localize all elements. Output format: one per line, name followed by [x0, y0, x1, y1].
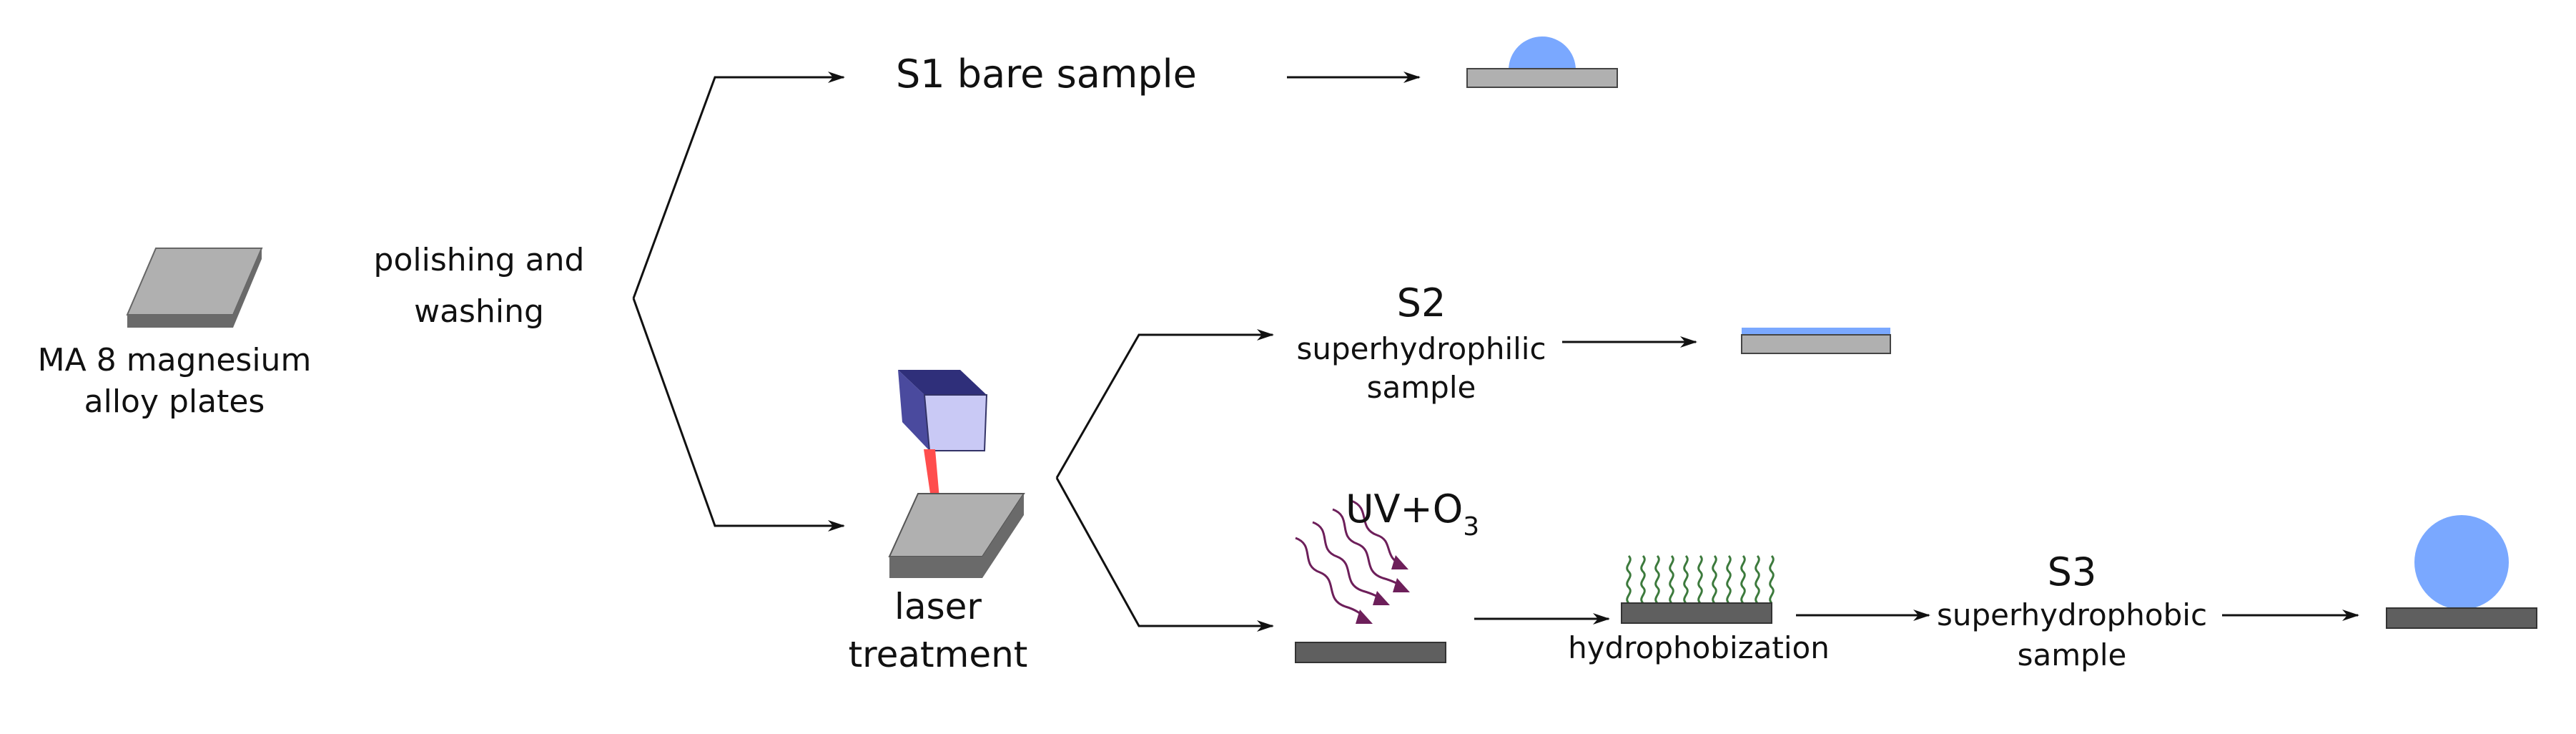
s3-desc-line1: superhydrophobic — [1937, 597, 2207, 632]
s2-title: S2 — [1397, 280, 1446, 326]
plates-label-line2: alloy plates — [84, 383, 265, 420]
s3-desc-line2: sample — [2018, 637, 2127, 672]
hydrophobic-chains-icon — [1626, 554, 1775, 605]
plates-label-line1: MA 8 magnesium — [38, 342, 312, 378]
s1-droplet-on-plate-icon — [1466, 36, 1618, 88]
hydrophobization-plate-icon — [1621, 602, 1772, 624]
s2-desc-line1: superhydrophilic — [1296, 331, 1546, 366]
uv-plate-icon — [1295, 642, 1446, 663]
s1-label: S1 bare sample — [896, 52, 1197, 97]
s3-droplet-on-plate-icon — [2386, 515, 2537, 629]
s2-desc-line2: sample — [1367, 370, 1476, 405]
s3-title: S3 — [2048, 549, 2097, 594]
laser-head-icon — [898, 370, 988, 451]
branch-arrows-main — [632, 76, 844, 527]
laser-plate-icon — [888, 493, 1025, 578]
laser-label-line2: treatment — [849, 634, 1028, 675]
magnesium-plate-icon — [126, 248, 263, 328]
laser-label-line1: laser — [894, 586, 982, 627]
polishing-label-line2: washing — [414, 293, 544, 330]
hydrophobization-label: hydrophobization — [1568, 630, 1830, 665]
polishing-label-line1: polishing and — [374, 242, 585, 278]
uv-waves-icon — [1295, 499, 1410, 624]
branch-arrows-laser — [1055, 333, 1273, 627]
s2-wetted-plate-icon — [1741, 328, 1891, 354]
uv-label: UV+O3 — [1346, 486, 1479, 542]
